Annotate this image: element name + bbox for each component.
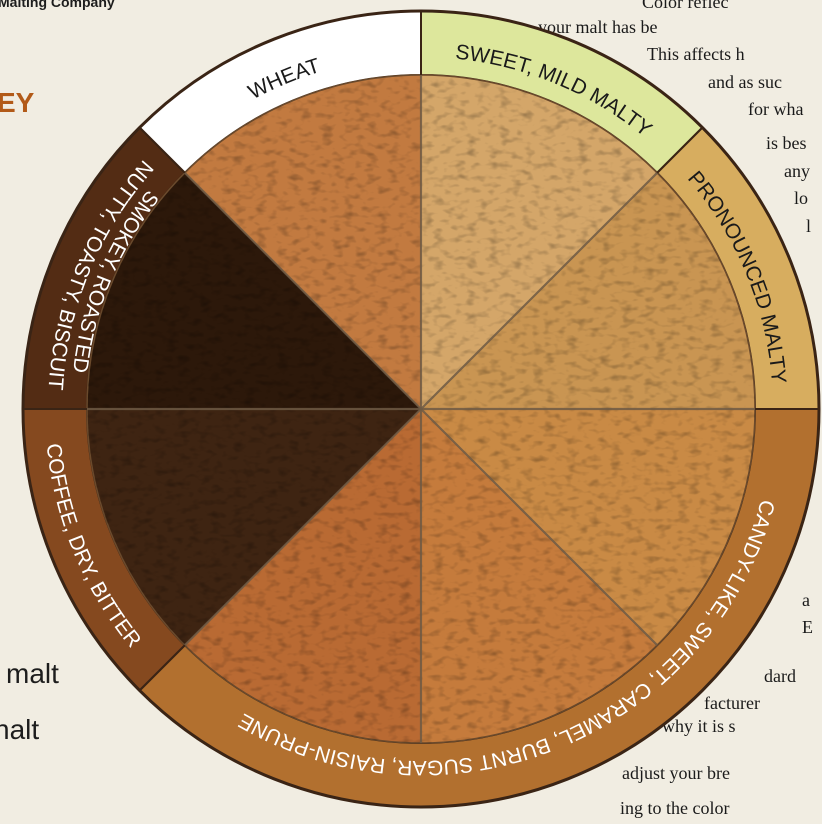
malt-flavor-wheel: WHEATSWEET, MILD MALTYPRONOUNCED MALTYCA… (0, 0, 822, 824)
page: Malting Company EY malt nalt Color refle… (0, 0, 822, 824)
